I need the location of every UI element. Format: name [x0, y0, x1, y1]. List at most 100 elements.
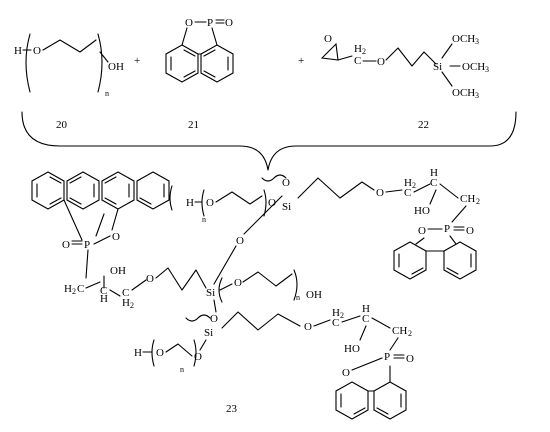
prod-po-u: O: [466, 225, 474, 237]
prod-o-upper-link: O: [268, 197, 276, 209]
prod-ch2-l: CH: [392, 325, 407, 337]
bond: [341, 315, 361, 323]
bond: [85, 249, 89, 279]
dopo-po: O: [225, 17, 233, 29]
ring-double: [411, 267, 424, 275]
prod-o-ether2: O: [376, 187, 384, 199]
bond: [63, 199, 83, 241]
bond: [359, 325, 367, 341]
ring-double: [104, 176, 117, 184]
bond-chain: [385, 47, 437, 67]
ring-double: [49, 197, 62, 205]
bond: [219, 283, 233, 291]
ring-double: [139, 197, 152, 205]
prod-c-l2: C: [362, 313, 369, 325]
bond-chain: [155, 267, 207, 291]
bracket: [293, 269, 298, 301]
bond-chain: [42, 39, 97, 53]
ring-double: [203, 70, 216, 78]
dopo-p: P: [207, 17, 213, 29]
prod-h2c-1: H: [64, 283, 72, 295]
plus-2: +: [298, 55, 304, 67]
ring-double: [203, 49, 216, 57]
prod-ho-l: HO: [344, 343, 360, 355]
ring-double: [69, 176, 82, 184]
prod-o-center: O: [234, 277, 242, 289]
bond-chain: [215, 191, 263, 205]
bracket: [201, 189, 205, 217]
prod-n-upper: n: [202, 215, 206, 224]
bond: [93, 235, 111, 245]
plus-1: +: [134, 55, 140, 67]
prod-h-lower: H: [134, 347, 142, 359]
ring-double: [446, 267, 459, 275]
reactant-silane: O H 2 C O Si OCH 3 OCH 3 OCH 3 22: [320, 33, 489, 131]
bond: [85, 281, 101, 289]
prod-h2-3-sub: 2: [130, 301, 134, 310]
peg-n: n: [105, 89, 109, 98]
ring-double: [104, 197, 117, 205]
wavy-bond: [185, 314, 211, 322]
bond-chain: [242, 271, 293, 287]
prod-c-1: C: [77, 283, 84, 295]
prod-si-upper: Si: [282, 201, 291, 213]
bracket: [193, 339, 197, 367]
silane-ome1-sub: 3: [475, 37, 479, 46]
prod-p-l: P: [384, 351, 390, 363]
reactant-dopo: O P O 21: [165, 17, 234, 131]
silane-si: Si: [433, 61, 442, 73]
wavy-bond: [261, 174, 287, 182]
silane-ome2-sub: 3: [485, 65, 489, 74]
bond: [95, 213, 105, 237]
prod-o-lower: O: [210, 313, 218, 325]
bracket-left: [25, 33, 31, 93]
ring-double: [353, 407, 366, 415]
prod-po1: O: [62, 239, 70, 251]
bond: [441, 43, 453, 59]
ring-double: [49, 176, 62, 184]
prod-h2-3: H: [122, 297, 130, 309]
prod-o-ether3: O: [304, 321, 312, 333]
bond-chain: [297, 177, 375, 199]
bond: [389, 337, 399, 351]
prod-ch2-u: CH: [460, 193, 475, 205]
bond: [131, 279, 147, 291]
silane-ome3: OCH: [452, 87, 475, 99]
prod-h2-l1-sub: 2: [340, 311, 344, 320]
label-21: 21: [188, 119, 199, 131]
ring-double: [183, 70, 196, 78]
prod-po-l: O: [406, 353, 414, 365]
bond: [415, 237, 425, 245]
ring: [136, 171, 170, 210]
bond: [451, 205, 467, 223]
bond: [213, 245, 237, 285]
prod-si-center: Si: [206, 287, 215, 299]
bond: [371, 317, 391, 329]
silane-h2: H: [354, 43, 362, 55]
silane-h2-sub: 2: [362, 47, 366, 56]
prod-o-u-ring: O: [418, 225, 426, 237]
bond: [243, 195, 283, 235]
bond: [109, 289, 121, 297]
peg-oh: OH: [108, 61, 124, 73]
silane-o: O: [377, 56, 385, 68]
bond: [313, 319, 331, 327]
prod-ho-u: HO: [414, 205, 430, 217]
bracket: [263, 189, 267, 217]
prod-h2-u1-sub: 2: [412, 181, 416, 190]
prod-c-2: C: [100, 285, 107, 297]
ring: [66, 171, 100, 210]
label-23: 23: [226, 403, 238, 415]
prod-p-u: P: [444, 223, 450, 235]
label-22: 22: [418, 119, 429, 131]
prod-oh-center: OH: [306, 289, 322, 301]
peg-h: H: [14, 45, 22, 57]
prod-h2-u1: H: [404, 177, 412, 189]
prod-o-l-ring: O: [342, 367, 350, 379]
bond: [441, 71, 453, 87]
silane-ome3-sub: 3: [475, 91, 479, 100]
silane-epox-o: O: [324, 33, 332, 45]
prod-c-3: C: [122, 287, 129, 299]
reactant-peg: H O OH n 20: [14, 33, 124, 131]
